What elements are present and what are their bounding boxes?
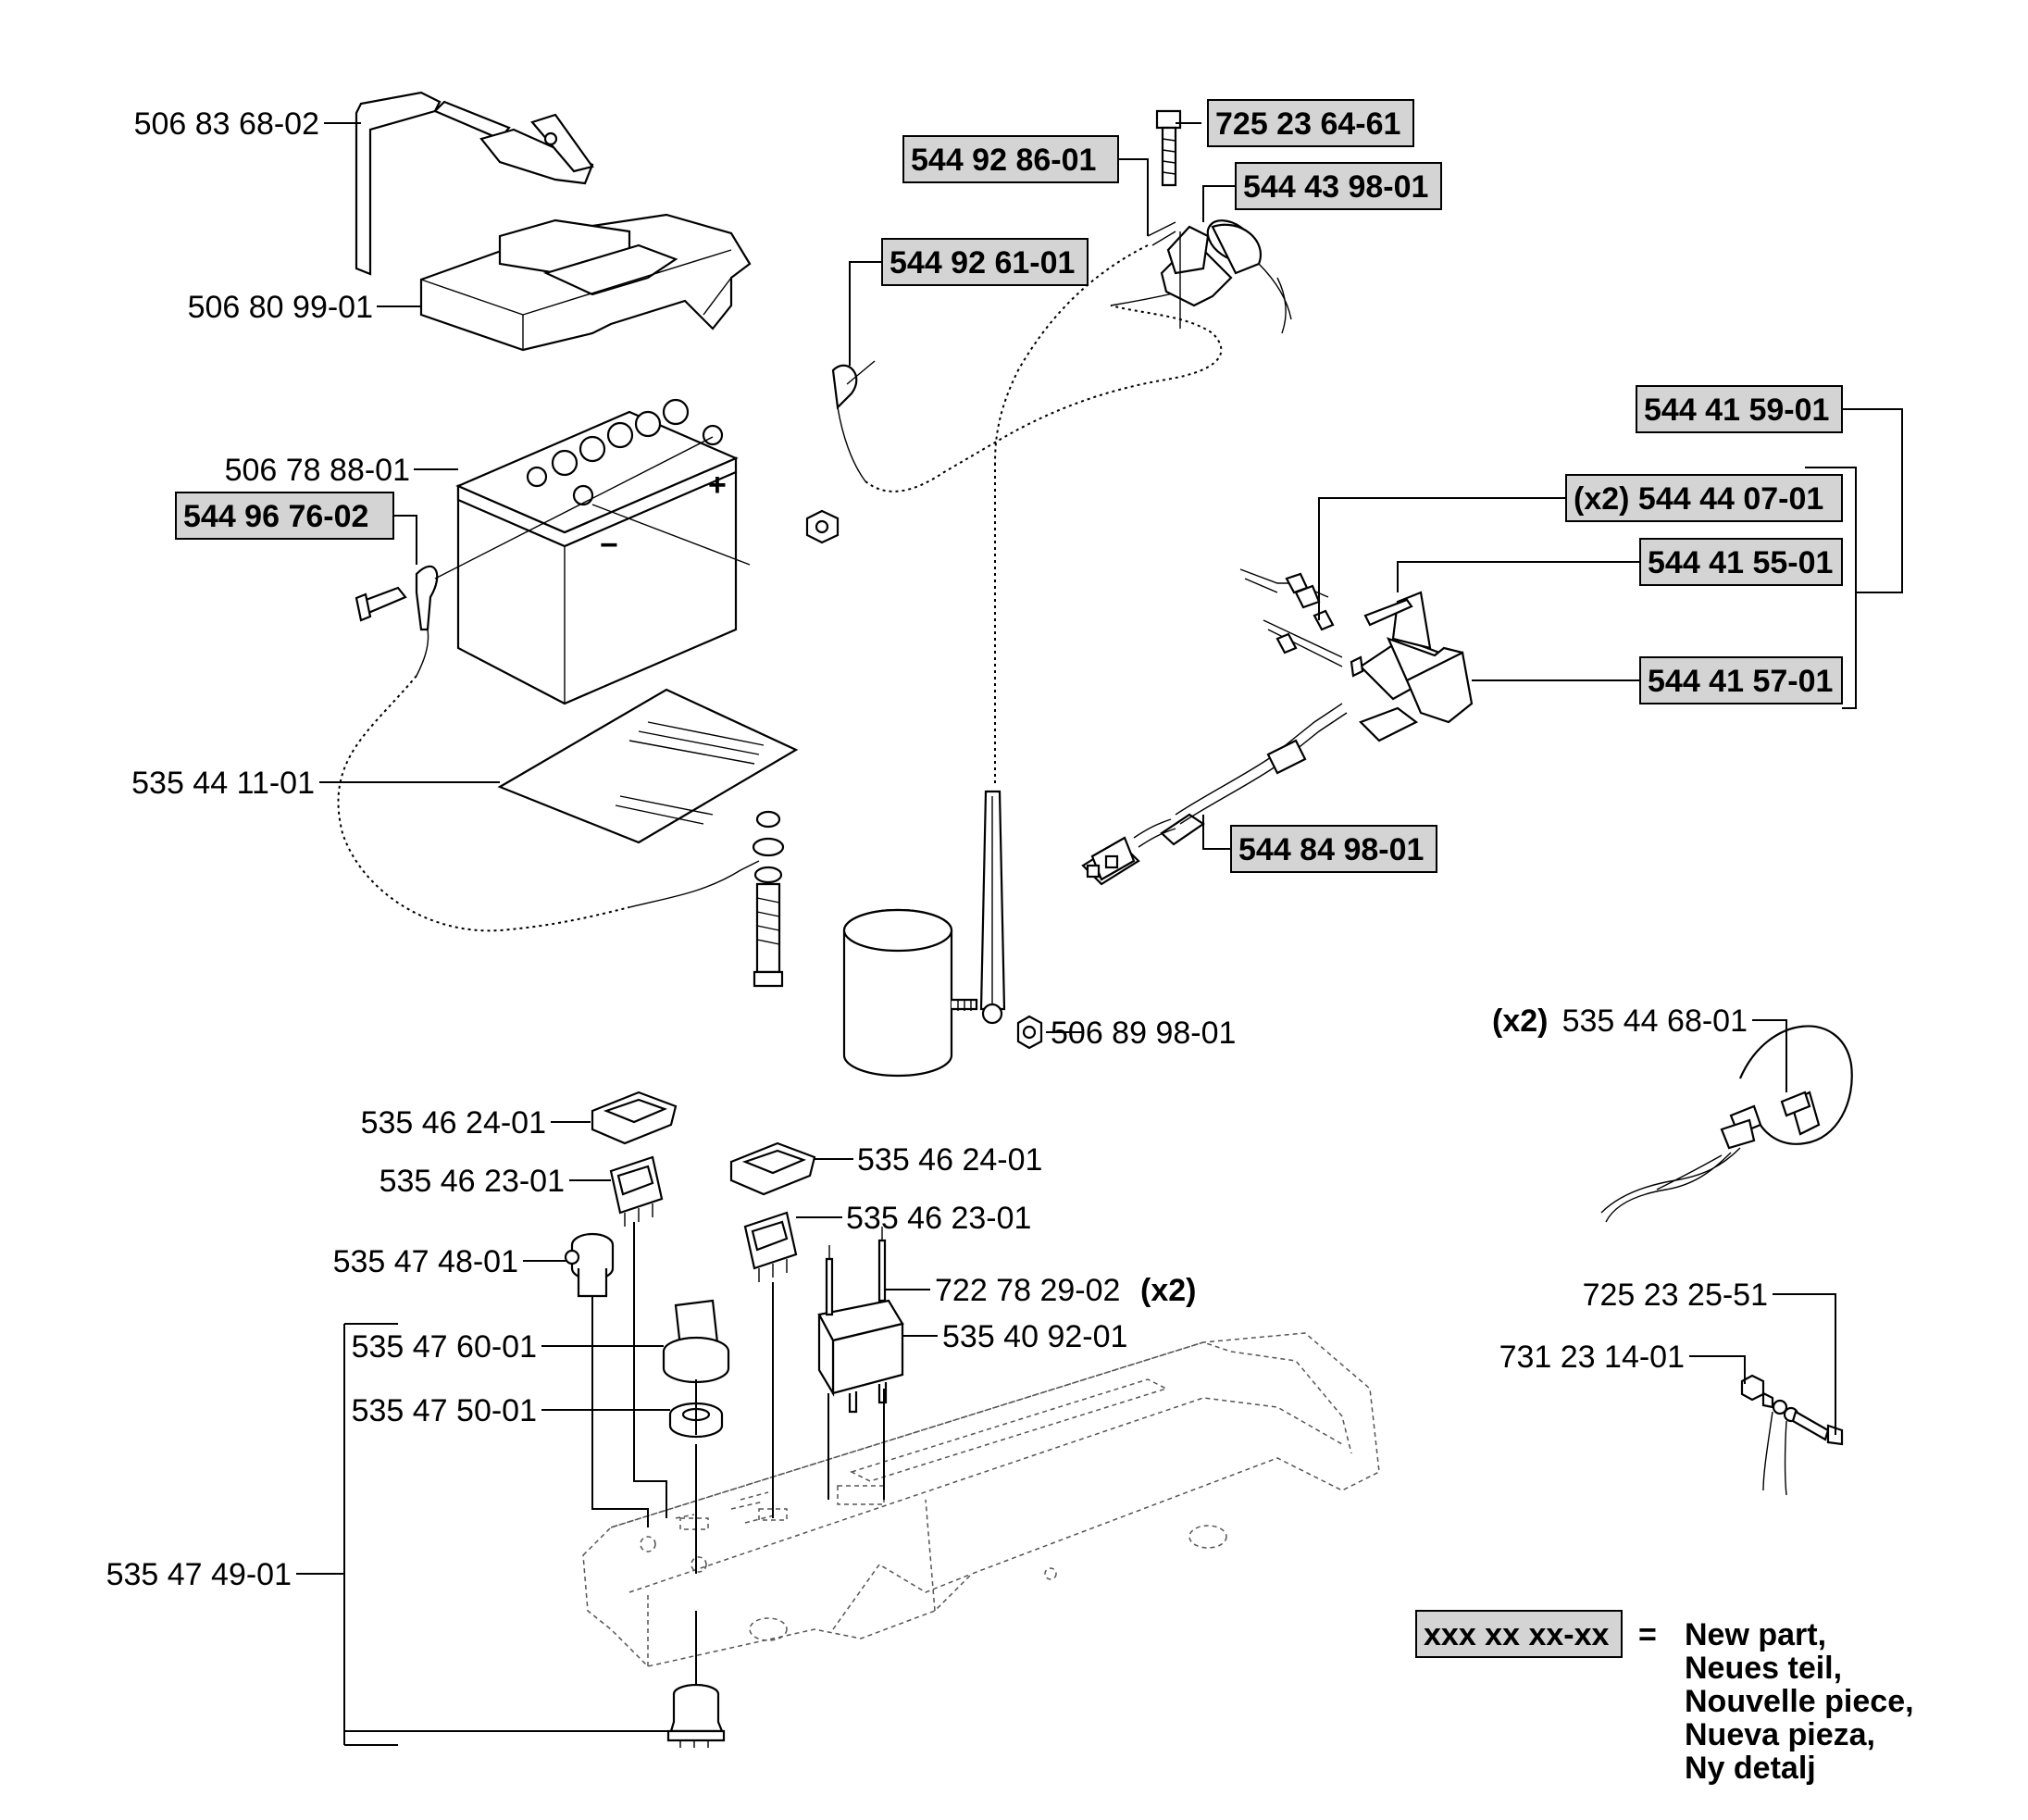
legend-equals: =	[1638, 1617, 1657, 1652]
label-535-44-68-01-qty: (x2)	[1492, 1003, 1548, 1039]
label-506-80-99-01: 506 80 99-01	[188, 290, 373, 325]
highlight-544-92-61-01	[881, 238, 1089, 286]
label-535-47-48-01: 535 47 48-01	[333, 1244, 518, 1279]
label-506-89-98-01: 506 89 98-01	[1051, 1016, 1236, 1051]
label-506-83-68-02: 506 83 68-02	[134, 106, 319, 142]
label-535-44-68-01: 535 44 68-01	[1562, 1003, 1748, 1039]
legend-swatch	[1415, 1610, 1623, 1658]
label-544-43-98-01: 544 43 98-01	[1243, 169, 1428, 205]
battery-nut-drawing	[591, 504, 840, 566]
legend-line-1: New part,	[1685, 1617, 1826, 1652]
control-wire-traces	[591, 1222, 885, 1685]
label-535-46-23-01-b: 535 46 23-01	[846, 1201, 1031, 1236]
label-535-40-92-01: 535 40 92-01	[942, 1319, 1127, 1354]
seat-switch-harness-drawing	[1081, 568, 1474, 886]
label-725-23-64-61: 725 23 64-61	[1215, 106, 1400, 142]
legend-line-4: Nueva pieza,	[1685, 1717, 1875, 1752]
label-535-44-11-01: 535 44 11-01	[131, 766, 315, 801]
negative-cable-drawing	[337, 436, 760, 932]
lamp-socket-drawing	[564, 1232, 615, 1298]
legend-line-3: Nouvelle piece,	[1685, 1684, 1914, 1719]
label-535-47-49-01: 535 47 49-01	[106, 1557, 292, 1592]
label-544-84-98-01: 544 84 98-01	[1238, 832, 1424, 867]
legend-line-2: Neues teil,	[1685, 1651, 1842, 1686]
svg-text:+: +	[708, 467, 727, 503]
highlight-544-92-86-01	[902, 135, 1119, 183]
label-535-46-24-01-a: 535 46 24-01	[361, 1105, 546, 1141]
label-535-47-60-01: 535 47 60-01	[352, 1329, 537, 1365]
fuse-holder-drawing	[817, 1227, 904, 1414]
positive-cable-drawing	[831, 277, 1232, 492]
highlight-544-41-57-01	[1639, 656, 1843, 704]
solenoid-drawing	[994, 109, 1292, 787]
rubber-boot-b-drawing	[729, 1141, 816, 1196]
label-725-23-25-51: 725 23 25-51	[1583, 1278, 1768, 1313]
label-544-41-55-01: 544 41 55-01	[1648, 545, 1833, 580]
battery-cover-drawing	[419, 213, 752, 352]
highlight-544-41-59-01	[1636, 385, 1843, 433]
rubber-boot-a-drawing	[591, 1091, 678, 1145]
label-731-23-14-01: 731 23 14-01	[1499, 1340, 1685, 1375]
label-544-92-86-01: 544 92 86-01	[911, 143, 1096, 178]
label-722-78-29-02: 722 78 29-02	[935, 1273, 1120, 1308]
highlight-544-96-76-02	[175, 492, 394, 540]
highlight-544-43-98-01	[1235, 162, 1442, 210]
bolt-nut-725-731-drawing	[1740, 1374, 1844, 1496]
legend-line-5: Ny detalj	[1685, 1751, 1816, 1786]
part-labels: 506 83 68-02 506 80 99-01 506 78 88-01 5…	[106, 106, 1834, 1592]
rocker-switch-a-drawing	[609, 1155, 664, 1227]
label-535-46-23-01-a: 535 46 23-01	[379, 1164, 565, 1199]
battery-mat-drawing	[497, 688, 799, 844]
label-544-96-76-02: 544 96 76-02	[183, 499, 368, 534]
rocker-switch-b-drawing	[743, 1211, 798, 1282]
ground-bolt-drawing	[752, 810, 785, 988]
connector-535-44-68-drawing	[1600, 1025, 1853, 1223]
battery-drawing: − +	[455, 398, 739, 705]
label-506-78-88-01: 506 78 88-01	[225, 453, 410, 488]
ignition-switch-drawing	[666, 1683, 726, 1748]
legend-swatch-text: xxx xx xx-xx	[1424, 1617, 1609, 1652]
label-535-47-50-01: 535 47 50-01	[352, 1393, 537, 1428]
highlight-544-84-98-01	[1230, 825, 1437, 873]
label-535-46-24-01-b: 535 46 24-01	[857, 1142, 1042, 1178]
dashboard-panel-drawing	[582, 1332, 1380, 1667]
cable-tie-drawing	[979, 790, 1006, 1025]
nut-506-89-drawing	[1016, 1015, 1043, 1050]
highlight-544-44-07-01	[1565, 474, 1843, 522]
battery-bracket-drawing	[355, 91, 594, 276]
highlight-544-41-55-01	[1639, 538, 1843, 586]
key-drawing	[662, 1299, 730, 1384]
label-544-44-07-01: (x2) 544 44 07-01	[1574, 481, 1823, 517]
leader-lines	[296, 122, 1903, 1746]
legend: xxx xx xx-xx = New part, Neues teil, Nou…	[1424, 1617, 1914, 1786]
label-544-41-59-01: 544 41 59-01	[1644, 393, 1829, 428]
label-722-78-29-02-qty: (x2)	[1140, 1273, 1196, 1308]
capacitor-drawing	[842, 908, 978, 1078]
new-part-highlights	[175, 99, 1843, 1658]
label-544-41-57-01: 544 41 57-01	[1648, 664, 1833, 699]
label-544-92-61-01: 544 92 61-01	[890, 245, 1075, 280]
highlight-725-23-64-61	[1207, 99, 1414, 147]
svg-text:−: −	[600, 528, 618, 563]
